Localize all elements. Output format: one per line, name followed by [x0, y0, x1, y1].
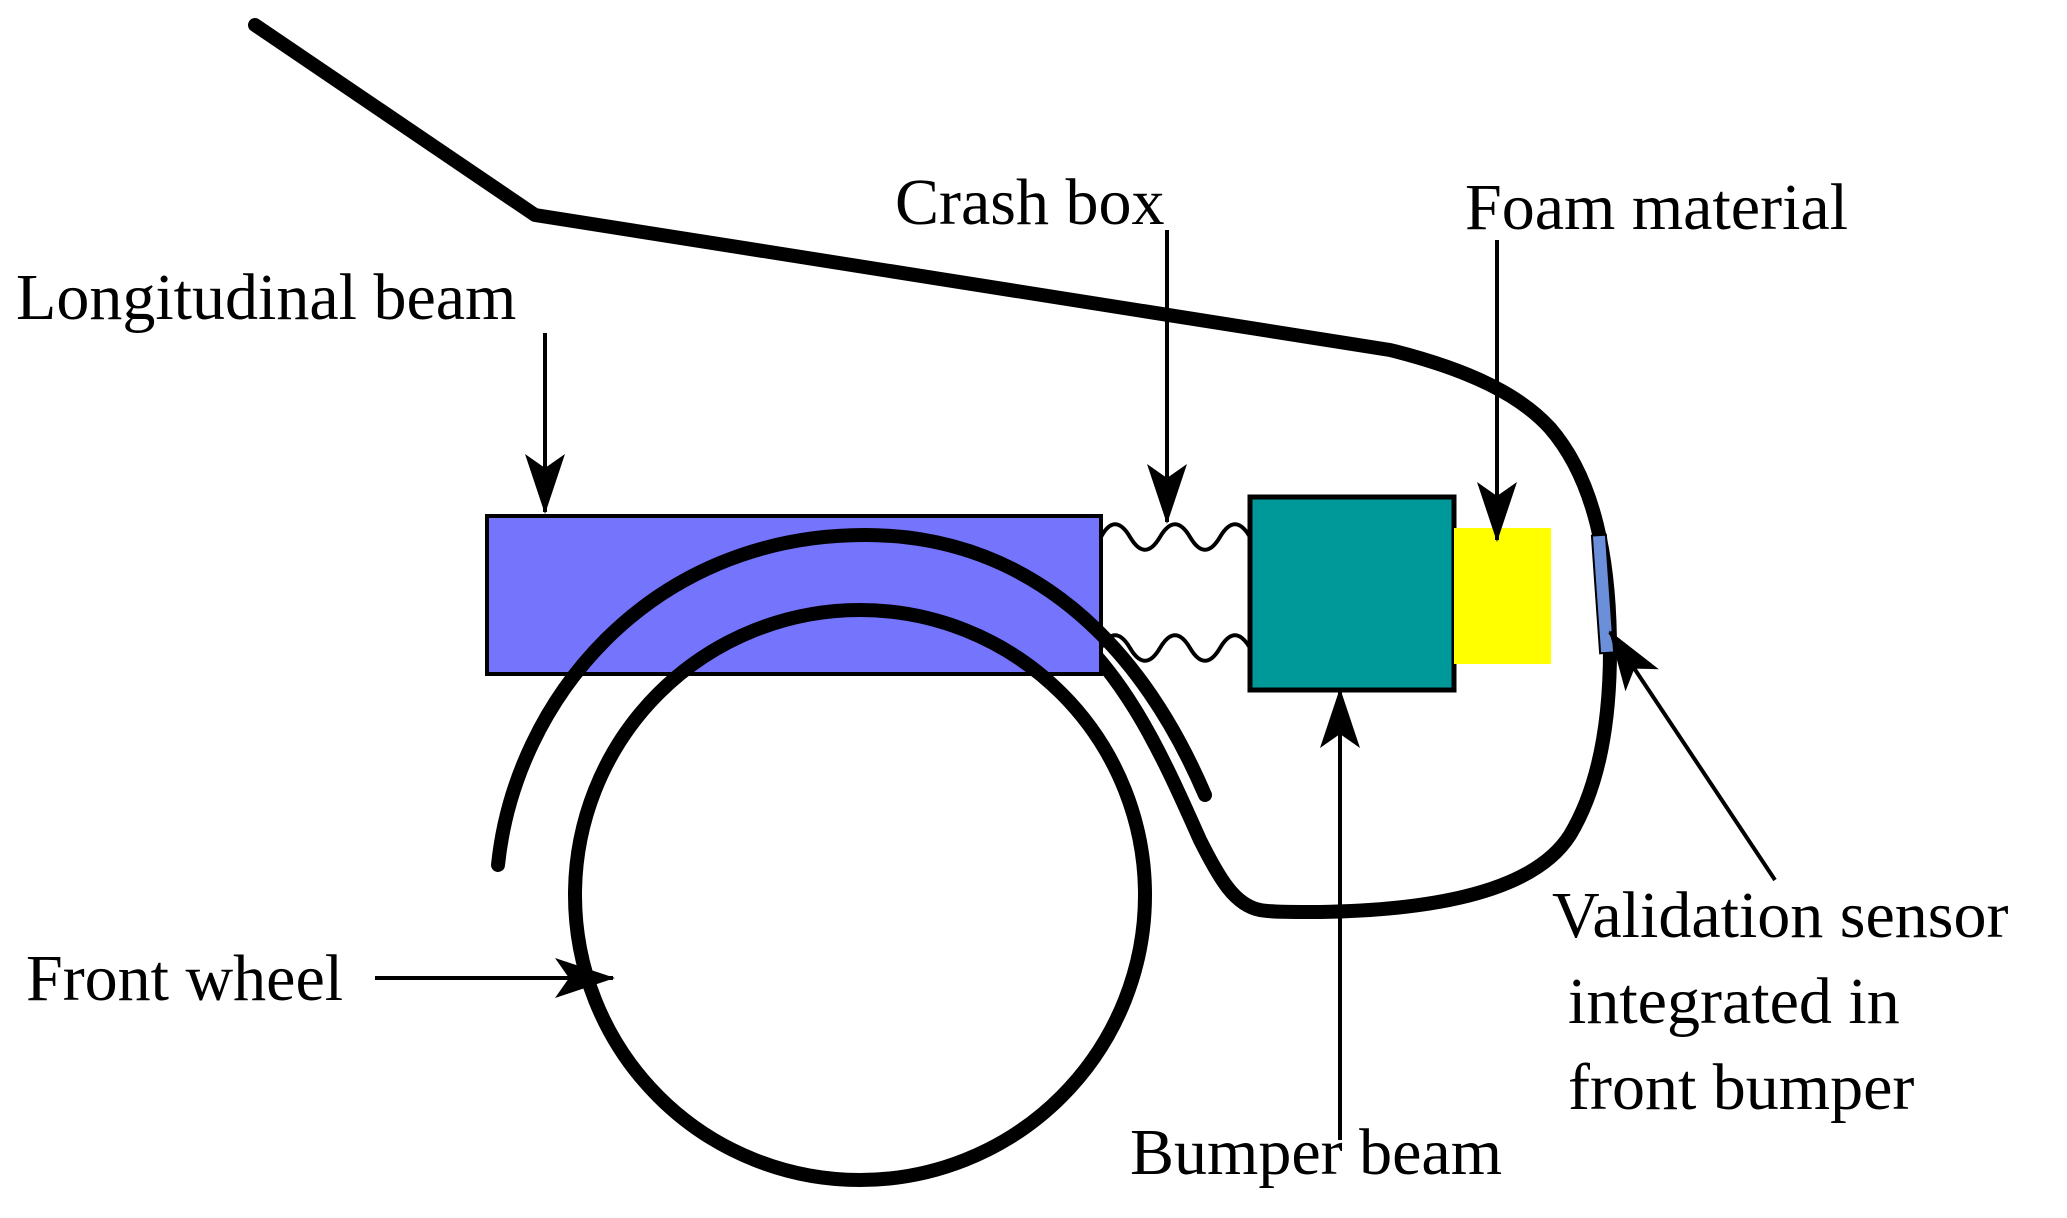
validation-sensor-arrow: [1608, 630, 1777, 882]
longitudinal-beam-label: Longitudinal beam: [16, 261, 517, 334]
validation-sensor-label-line-2: integrated in: [1568, 965, 1900, 1038]
bumper-beam-label: Bumper beam: [1130, 1116, 1503, 1189]
foam-material-label: Foam material: [1465, 171, 1849, 244]
validation-sensor-label: Validation sensor integrated in front bu…: [1552, 873, 2008, 1131]
validation-sensor: [1590, 533, 1616, 655]
validation-sensor-label-line-3: front bumper: [1568, 1051, 1915, 1124]
validation-sensor-label-line-1: Validation sensor: [1552, 879, 2009, 952]
wheel-arch: [491, 527, 1212, 872]
crash-box-spring-lower: [1099, 633, 1252, 663]
crash-box-spring-upper: [1099, 522, 1252, 552]
crash-box-label: Crash box: [895, 166, 1165, 239]
car-body-outline: [248, 18, 1617, 919]
bumper-beam: [1247, 494, 1457, 693]
front-wheel: [568, 603, 1152, 1187]
front-wheel-label: Front wheel: [26, 942, 344, 1015]
foam-material-block: [1454, 528, 1551, 664]
